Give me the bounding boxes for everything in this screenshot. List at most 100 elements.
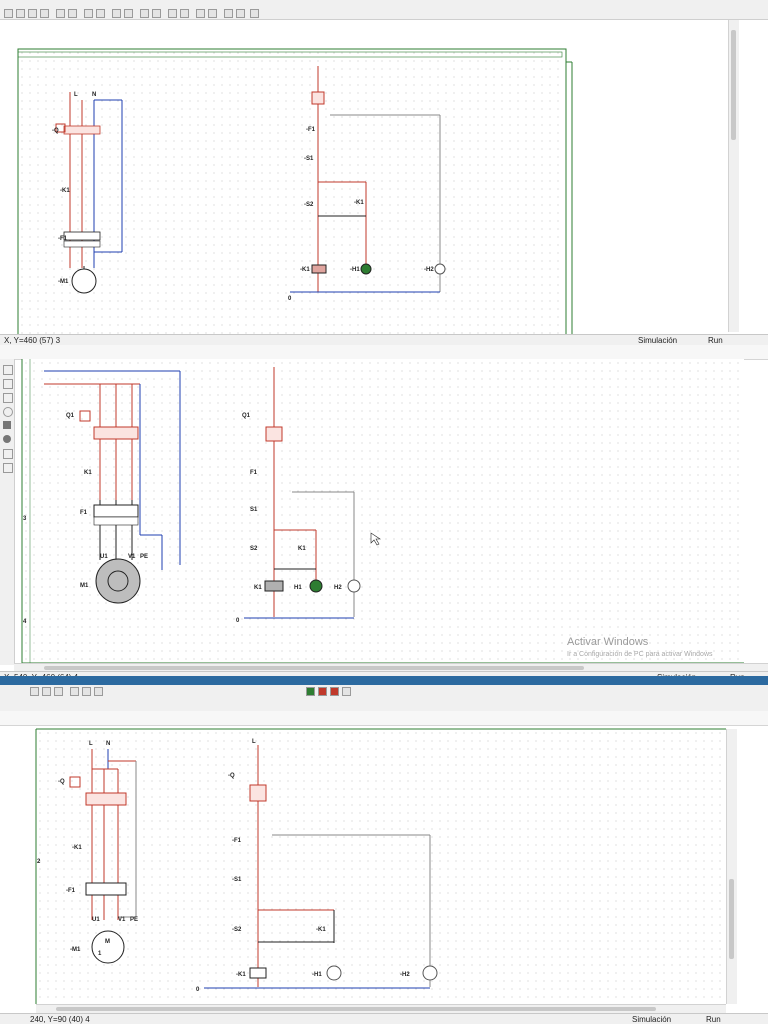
layer-tool-icon[interactable] [168, 9, 177, 18]
contactor-label: -K1 [72, 845, 82, 851]
overload-label: F1 [80, 510, 88, 516]
terminal-u1-label: U1 [100, 554, 108, 560]
fill-rect-icon[interactable] [3, 421, 11, 429]
align-tool-icon[interactable] [96, 9, 105, 18]
control-overload-label: F1 [250, 470, 258, 476]
text-draw-icon[interactable] [3, 463, 13, 473]
overload-label: -F1 [66, 888, 76, 894]
side-toolbar [0, 359, 15, 665]
panel-top-screenshot: L N -Q -K1 -F1 -M1 -F1 -S1 -S2 -K1 -K1 -… [0, 0, 768, 345]
stop-button-label: -S1 [304, 156, 314, 162]
motor-m-label: M [105, 939, 110, 945]
terminal-pe-label: PE [140, 554, 148, 560]
fill-circle-icon[interactable] [3, 435, 11, 443]
control-overload-label: -F1 [306, 127, 316, 133]
options-tool-icon[interactable] [250, 9, 259, 18]
circle-draw-icon[interactable] [3, 407, 13, 417]
breaker-label: -Q [52, 128, 59, 134]
breaker-label: -Q [58, 779, 65, 785]
text-tool-icon[interactable] [112, 9, 121, 18]
schematic-sheet[interactable] [22, 359, 744, 665]
holding-contact-label: -K1 [316, 927, 326, 933]
alignment-toolbar [0, 711, 768, 726]
start-button-label: -S2 [304, 202, 314, 208]
schematic-drawing: 2 L N -Q -K1 -F1 -M1 U1 V1 PE M 1 [35, 728, 726, 1004]
power-label-n: N [106, 741, 110, 747]
status-bar: X, Y=460 (57) 3 Simulación Run [0, 334, 768, 345]
status-mode: Simulación [638, 336, 678, 345]
copy-icon[interactable] [82, 687, 91, 696]
status-coordinates: 240, Y=90 (40) 4 [30, 1015, 90, 1024]
status-coordinates: X, Y=460 (57) 3 [4, 336, 61, 345]
rectangle-draw-icon[interactable] [3, 393, 13, 403]
new-file-icon[interactable] [30, 687, 39, 696]
holding-contact-label: K1 [298, 546, 306, 552]
motor-phase-label: 1 [98, 951, 102, 957]
schematic-sheet[interactable] [18, 49, 566, 335]
pointer-tool-icon[interactable] [3, 365, 13, 375]
open-file-icon[interactable] [42, 687, 51, 696]
horizontal-scrollbar[interactable] [14, 663, 768, 672]
schematic-drawing: L N -Q -K1 -F1 -M1 -F1 -S1 -S2 -K1 -K1 -… [17, 48, 573, 336]
mirror-tool-icon[interactable] [68, 9, 77, 18]
zoom-tool-icon[interactable] [40, 9, 49, 18]
status-run: Run [708, 336, 723, 345]
vertical-scrollbar[interactable] [726, 729, 737, 1004]
connect-tool-icon[interactable] [140, 9, 149, 18]
terminal-v1-label: V1 [128, 554, 136, 560]
status-bar: 240, Y=90 (40) 4 Simulación Run [0, 1013, 768, 1024]
panel-bottom-screenshot: 2 L N -Q -K1 -F1 -M1 U1 V1 PE M 1 [0, 685, 768, 1024]
contactor-label: -K1 [60, 188, 70, 194]
sheet-row-4: 4 [23, 619, 27, 625]
control-breaker-label: Q1 [242, 413, 251, 419]
sheet-tool-icon[interactable] [196, 9, 205, 18]
line-draw-icon[interactable] [3, 379, 13, 389]
power-label-l: L [89, 741, 93, 747]
sheet-list-icon[interactable] [208, 9, 217, 18]
grid-tool-icon[interactable] [84, 9, 93, 18]
properties-tool-icon[interactable] [224, 9, 233, 18]
paste-icon[interactable] [94, 687, 103, 696]
start-button-label: -S2 [232, 927, 242, 933]
line-tool-icon[interactable] [16, 9, 25, 18]
lamp-h1-label: H1 [294, 585, 302, 591]
wire-tool-icon[interactable] [28, 9, 37, 18]
control-breaker-label: -Q [228, 773, 235, 779]
status-mode: Simulación [632, 1015, 672, 1024]
control-power-label: L [252, 739, 256, 745]
symbol-tool-icon[interactable] [124, 9, 133, 18]
table-tool-icon[interactable] [180, 9, 189, 18]
print-tool-icon[interactable] [236, 9, 245, 18]
arc-draw-icon[interactable] [3, 449, 13, 459]
schematic-sheet[interactable] [36, 729, 726, 1004]
activation-watermark-title: Activar Windows [567, 636, 649, 648]
save-file-icon[interactable] [54, 687, 63, 696]
motor-label: -M1 [70, 947, 81, 953]
coil-label: -K1 [300, 267, 310, 273]
pause-simulation-icon[interactable] [330, 687, 339, 696]
cut-icon[interactable] [70, 687, 79, 696]
status-run: Run [706, 1015, 721, 1024]
lamp-h2-label: -H2 [400, 972, 410, 978]
select-tool-icon[interactable] [4, 9, 13, 18]
panel-middle-screenshot: 3 4 Q1 K1 F1 M1 U1 V1 PE [0, 345, 768, 685]
stop-simulation-icon[interactable] [318, 687, 327, 696]
mouse-cursor-icon [370, 532, 381, 546]
terminal-tool-icon[interactable] [152, 9, 161, 18]
horizontal-scrollbar[interactable] [36, 1004, 726, 1013]
play-simulation-icon[interactable] [306, 687, 315, 696]
neutral-zero-label: 0 [236, 618, 240, 624]
schematic-drawing: 3 4 Q1 K1 F1 M1 U1 V1 PE [21, 359, 744, 664]
windows-taskbar [0, 676, 768, 686]
start-button-label: S2 [250, 546, 258, 552]
neutral-zero-label: 0 [288, 296, 292, 302]
rotate-tool-icon[interactable] [56, 9, 65, 18]
motor-label: -M1 [58, 279, 69, 285]
step-simulation-icon[interactable] [342, 687, 351, 696]
lamp-h1-label: -H1 [350, 267, 360, 273]
terminal-u1-label: U1 [92, 917, 100, 923]
stop-button-label: S1 [250, 507, 258, 513]
coil-label: -K1 [236, 972, 246, 978]
lamp-h2-label: -H2 [424, 267, 434, 273]
vertical-scrollbar[interactable] [728, 20, 739, 332]
